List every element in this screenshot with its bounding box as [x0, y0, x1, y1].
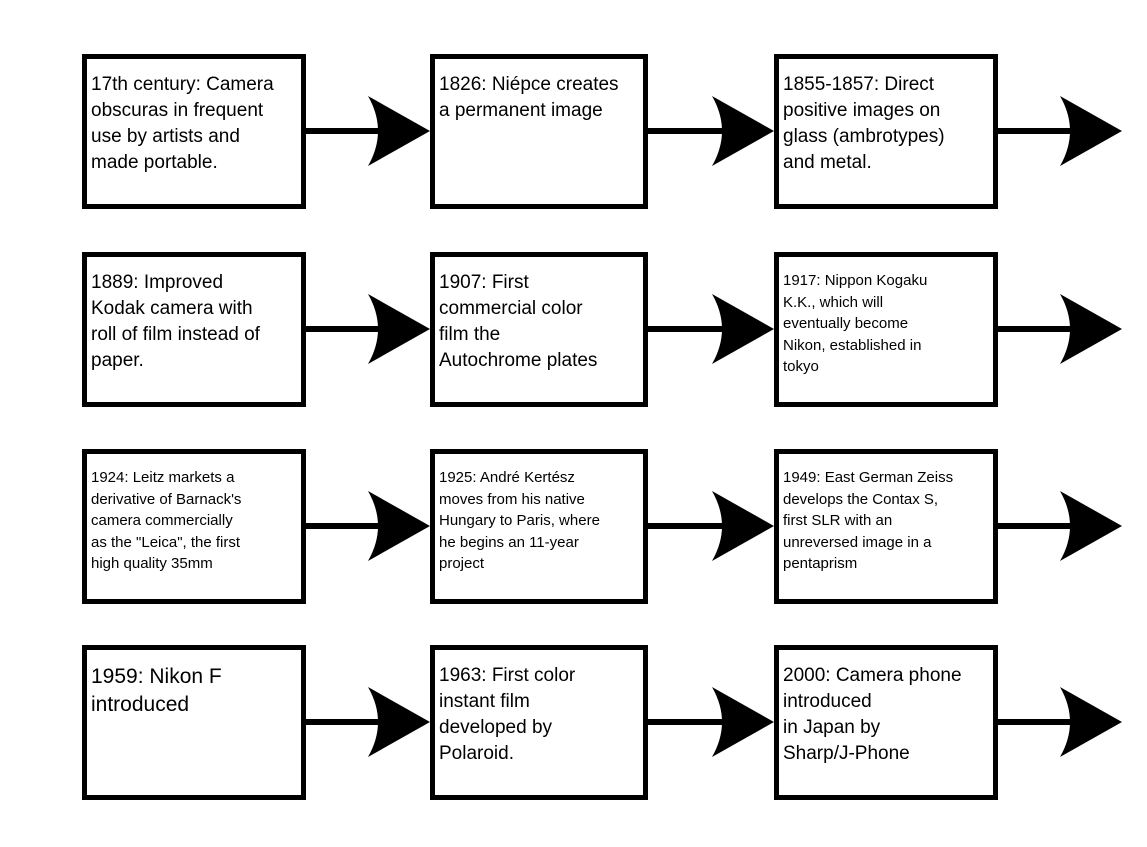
- event-text: 2000: Camera phone introduced in Japan b…: [783, 665, 962, 764]
- arrow-1-2: [648, 96, 774, 166]
- arrowhead: [368, 687, 430, 757]
- arrow-1-1: [306, 96, 430, 166]
- event-box-2-2: 1907: First commercial color film the Au…: [430, 252, 648, 407]
- arrow-4-3: [998, 687, 1122, 757]
- event-text: 1924: Leitz markets a derivative of Barn…: [91, 469, 242, 572]
- arrow-3-3: [998, 491, 1122, 561]
- event-text: 1855-1857: Direct positive images on gla…: [783, 74, 945, 173]
- event-text: 1959: Nikon F introduced: [91, 665, 222, 716]
- arrow-4-2: [648, 687, 774, 757]
- event-box-3-1: 1924: Leitz markets a derivative of Barn…: [82, 449, 306, 604]
- arrowhead: [1060, 687, 1122, 757]
- event-box-2-3: 1917: Nippon Kogaku K.K., which will eve…: [774, 252, 998, 407]
- event-box-2-1: 1889: Improved Kodak camera with roll of…: [82, 252, 306, 407]
- event-box-1-1: 17th century: Camera obscuras in frequen…: [82, 54, 306, 209]
- arrowhead: [712, 294, 774, 364]
- arrowhead: [712, 687, 774, 757]
- event-text: 1925: André Kertész moves from his nativ…: [439, 469, 600, 572]
- event-text: 1889: Improved Kodak camera with roll of…: [91, 272, 260, 371]
- arrowhead: [368, 294, 430, 364]
- event-text: 1907: First commercial color film the Au…: [439, 272, 598, 371]
- arrow-3-2: [648, 491, 774, 561]
- event-box-3-2: 1925: André Kertész moves from his nativ…: [430, 449, 648, 604]
- event-box-4-3: 2000: Camera phone introduced in Japan b…: [774, 645, 998, 800]
- event-box-3-3: 1949: East German Zeiss develops the Con…: [774, 449, 998, 604]
- event-text: 1963: First color instant film developed…: [439, 665, 576, 764]
- event-text: 1917: Nippon Kogaku K.K., which will eve…: [783, 272, 928, 375]
- arrowhead: [712, 96, 774, 166]
- event-text: 17th century: Camera obscuras in frequen…: [91, 74, 274, 173]
- arrowhead: [1060, 294, 1122, 364]
- event-text: 1949: East German Zeiss develops the Con…: [783, 469, 954, 572]
- event-box-4-1: 1959: Nikon F introduced: [82, 645, 306, 800]
- event-box-1-2: 1826: Niépce creates a permanent image: [430, 54, 648, 209]
- arrowhead: [368, 96, 430, 166]
- arrow-2-1: [306, 294, 430, 364]
- arrow-1-3: [998, 96, 1122, 166]
- arrow-3-1: [306, 491, 430, 561]
- event-text: 1826: Niépce creates a permanent image: [439, 74, 619, 121]
- arrowhead: [1060, 491, 1122, 561]
- event-box-4-2: 1963: First color instant film developed…: [430, 645, 648, 800]
- arrowhead: [1060, 96, 1122, 166]
- arrow-2-2: [648, 294, 774, 364]
- event-box-1-3: 1855-1857: Direct positive images on gla…: [774, 54, 998, 209]
- arrowhead: [712, 491, 774, 561]
- arrowhead: [368, 491, 430, 561]
- arrow-2-3: [998, 294, 1122, 364]
- arrow-4-1: [306, 687, 430, 757]
